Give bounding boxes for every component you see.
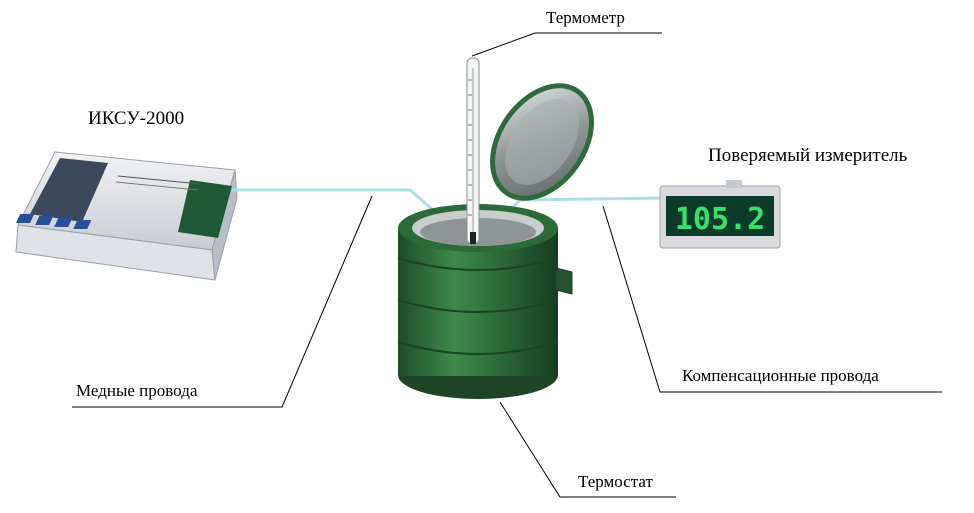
leader-thermometer: [471, 32, 662, 57]
iksu-keypad: [16, 214, 92, 229]
iksu-2000-device: [15, 151, 238, 281]
meter-under-test: 105.2: [659, 180, 781, 249]
thermostat-label: Термостат: [578, 472, 653, 491]
leader-lines: [72, 32, 942, 498]
leader-copper-wires: [72, 195, 373, 408]
copper-wires-label: Медные провода: [76, 381, 198, 400]
meter-display-value: 105.2: [675, 202, 765, 237]
meter-label: Поверяемый измеритель: [708, 145, 908, 166]
thermometer: [466, 57, 480, 245]
leader-thermostat: [499, 401, 676, 498]
thermostat-lid: [490, 83, 594, 201]
comp-wires-label: Компенсационные провода: [682, 366, 879, 385]
thermometer-label: Термометр: [546, 8, 625, 27]
iksu-label: ИКСУ-2000: [88, 108, 185, 129]
leader-comp-wires: [602, 205, 942, 393]
thermostat-tank: [397, 204, 573, 399]
